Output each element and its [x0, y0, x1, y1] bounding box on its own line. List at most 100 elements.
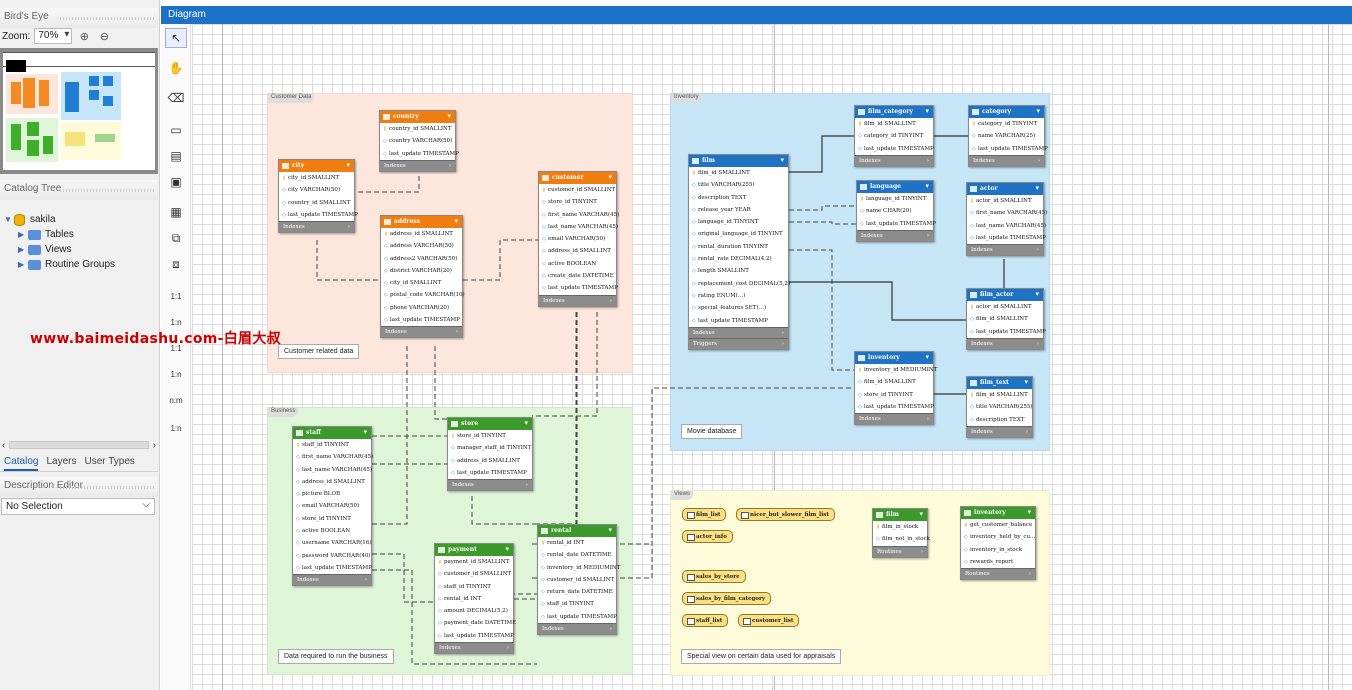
table-column[interactable]: ◇district VARCHAR(20) [381, 265, 462, 277]
table-indexes-section[interactable]: Indexes [539, 294, 616, 306]
table-column[interactable]: ◇staff_id TINYINT [435, 581, 513, 593]
table-address[interactable]: address⚷address_id SMALLINT◇address VARC… [380, 215, 465, 339]
view-sales-by-film-category[interactable]: sales_by_film_category [682, 592, 772, 605]
table-column[interactable]: ◇last_update TIMESTAMP [293, 562, 372, 574]
table-column[interactable]: ◇address VARCHAR(50) [381, 240, 462, 252]
table-column[interactable]: ◇inventory_held_by_cu... [961, 531, 1035, 543]
table-column[interactable]: ◇email VARCHAR(50) [293, 500, 371, 512]
table-column[interactable]: ⚷category_id TINYINT [969, 118, 1044, 130]
table-column[interactable]: ◇title VARCHAR(255) [689, 179, 788, 191]
expand-right-icon[interactable]: ▶ [18, 260, 25, 269]
table-column[interactable]: ◇release_year YEAR [689, 204, 788, 216]
table-column[interactable]: ◇customer_id SMALLINT [435, 568, 513, 580]
layer-note[interactable]: Movie database [681, 424, 743, 439]
table-column[interactable]: ◇first_name VARCHAR(45) [293, 451, 373, 463]
table-column[interactable]: ◇last_update TIMESTAMP [969, 143, 1048, 155]
table-column[interactable]: ◇last_update TIMESTAMP [967, 326, 1046, 338]
table-column[interactable]: ◇username VARCHAR(16) [293, 537, 371, 549]
table-column[interactable]: ◇picture BLOB [293, 488, 371, 500]
table-column[interactable]: ◇return_date DATETIME [538, 586, 616, 598]
table-column[interactable]: ◇first_name VARCHAR(45) [539, 209, 619, 221]
table-column[interactable]: ⚷inventory_id MEDIUMINT [855, 364, 937, 376]
table-film-v[interactable]: film⚷film_in_stock◇film_not_in_stockRout… [872, 508, 930, 558]
tree-item-tables[interactable]: ▶ Tables [4, 227, 115, 242]
table-header[interactable]: film_category [855, 106, 933, 118]
table-indexes-section[interactable]: Indexes [855, 413, 933, 425]
table-column[interactable]: ◇password VARCHAR(40) [293, 550, 371, 562]
table-header[interactable]: inventory [961, 507, 1035, 519]
table-column[interactable]: ◇category_id TINYINT [855, 130, 933, 142]
view-actor-info[interactable]: actor_info [682, 530, 733, 543]
table-column[interactable]: ◇description TEXT [689, 192, 788, 204]
table-tool-icon[interactable]: ▦ [170, 205, 182, 219]
table-column[interactable]: ◇amount DECIMAL(5,2) [435, 605, 513, 617]
table-column[interactable]: ◇staff_id TINYINT [538, 598, 616, 610]
table-column[interactable]: ◇language_id TINYINT [689, 216, 788, 228]
table-indexes-section[interactable]: Indexes [293, 574, 371, 586]
table-column[interactable]: ◇last_name VARCHAR(45) [539, 221, 618, 233]
table-country[interactable]: country⚷country_id SMALLINT◇country VARC… [379, 110, 459, 172]
table-city[interactable]: city⚷city_id SMALLINT◇city VARCHAR(50)◇c… [278, 159, 358, 234]
table-header[interactable]: rental [538, 525, 616, 537]
table-header[interactable]: film [689, 155, 788, 167]
table-actor[interactable]: actor⚷actor_id SMALLINT◇first_name VARCH… [966, 182, 1047, 257]
table-indexes-section[interactable]: Indexes [857, 229, 933, 241]
table-column[interactable]: ◇first_name VARCHAR(45) [967, 207, 1047, 219]
table-column[interactable]: ◇film_not_in_stock [873, 533, 930, 545]
table-indexes-section[interactable]: Indexes [380, 159, 455, 171]
table-column[interactable]: ◇rental_id INT [435, 593, 513, 605]
table-column[interactable]: ◇last_update TIMESTAMP [539, 282, 618, 294]
table-column[interactable]: ◇last_update TIMESTAMP [380, 148, 459, 160]
table-column[interactable]: ⚷address_id SMALLINT [381, 228, 462, 240]
expand-down-icon[interactable]: ▼ [4, 215, 12, 224]
relation-existing-icon[interactable]: 1:n [170, 423, 182, 433]
table-indexes-section[interactable]: Indexes [689, 326, 788, 338]
table-column[interactable]: ⚷film_id SMALLINT [689, 167, 788, 179]
table-column[interactable]: ◇last_update TIMESTAMP [381, 314, 462, 326]
table-header[interactable]: payment [435, 544, 513, 556]
table-column[interactable]: ◇rating ENUM(...) [689, 290, 788, 302]
table-column[interactable]: ⚷film_in_stock [873, 521, 927, 533]
table-column[interactable]: ◇original_language_id TINYINT [689, 228, 788, 240]
table-indexes-section[interactable]: Indexes [967, 425, 1032, 437]
view-tool-icon[interactable]: ⧉ [171, 230, 181, 245]
table-column[interactable]: ◇last_update TIMESTAMP [435, 630, 514, 642]
tree-schema[interactable]: ▼ sakila [4, 212, 115, 227]
tab-catalog[interactable]: Catalog [4, 454, 39, 471]
table-header[interactable]: address [381, 216, 462, 228]
selection-dropdown[interactable]: No Selection [1, 498, 155, 515]
relation-1-1-id-icon[interactable]: 1:1 [170, 343, 182, 353]
table-customer[interactable]: customer⚷customer_id SMALLINT◇store_id T… [538, 171, 619, 307]
routine-group-tool-icon[interactable]: ⧈ [172, 256, 180, 271]
table-header[interactable]: store [448, 418, 532, 430]
table-column[interactable]: ◇rewards_report [961, 556, 1035, 568]
table-header[interactable]: film_actor [967, 289, 1043, 301]
note-tool-icon[interactable]: ▤ [170, 149, 182, 163]
layer-note[interactable]: Data required to run the business [278, 649, 394, 664]
birds-eye-view[interactable] [0, 48, 158, 174]
table-indexes-section[interactable]: Indexes [435, 642, 513, 654]
scroll-track[interactable] [9, 441, 149, 449]
table-column[interactable]: ◇inventory_in_stock [961, 544, 1035, 556]
table-column[interactable]: ◇address_id SMALLINT [448, 455, 532, 467]
scroll-left-icon[interactable]: ‹ [2, 439, 6, 451]
table-column[interactable]: ⚷actor_id SMALLINT [967, 301, 1043, 313]
tree-item-routine-groups[interactable]: ▶ Routine Groups [4, 257, 115, 272]
table-indexes-section[interactable]: Indexes [381, 326, 462, 338]
table-column[interactable]: ◇phone VARCHAR(20) [381, 302, 462, 314]
diagram-canvas[interactable]: Customer Data Customer related data Inve… [192, 24, 1352, 690]
table-column[interactable]: ◇create_date DATETIME [539, 270, 616, 282]
tab-user-types[interactable]: User Types [84, 456, 135, 467]
table-column[interactable]: ◇customer_id SMALLINT [538, 574, 616, 586]
relation-1-n-id-icon[interactable]: 1:n [170, 369, 182, 379]
table-film-category[interactable]: film_category⚷film_id SMALLINT◇category_… [854, 105, 934, 167]
table-column[interactable]: ◇active BOOLEAN [293, 525, 371, 537]
table-indexes-section[interactable]: Indexes [967, 337, 1043, 349]
table-indexes-section[interactable]: Indexes [279, 221, 354, 233]
table-indexes-section[interactable]: Indexes [967, 244, 1043, 256]
table-film[interactable]: film⚷film_id SMALLINT◇title VARCHAR(255)… [688, 154, 790, 350]
table-column[interactable]: ⚷film_id SMALLINT [855, 118, 933, 130]
table-rental[interactable]: rental⚷rental_id INT◇rental_date DATETIM… [537, 524, 620, 636]
table-column[interactable]: ⚷rental_id INT [538, 537, 616, 549]
table-header[interactable]: film [873, 509, 927, 521]
